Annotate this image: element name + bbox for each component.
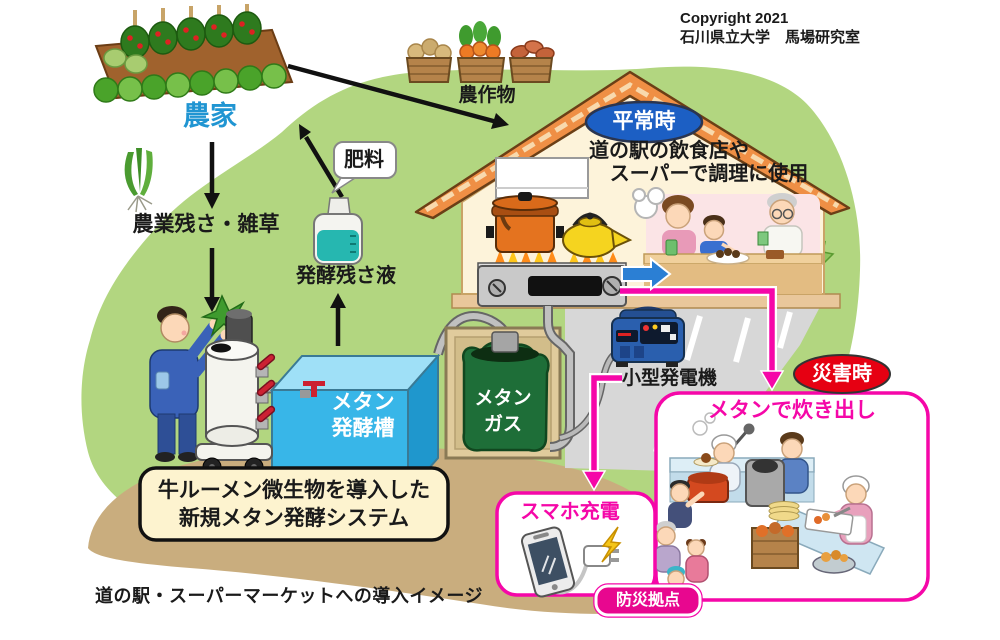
bosai-label: 防災拠点	[615, 592, 681, 609]
lightning-bolt-icon	[601, 526, 622, 563]
system-label-box	[138, 466, 450, 542]
copyright-line1: Copyright 2021	[680, 10, 789, 27]
arrow-generator-to-phone	[581, 373, 622, 492]
stove-illustration	[477, 187, 665, 307]
arrow-farm-to-station	[287, 63, 509, 129]
disaster-badge-ellipse	[793, 354, 891, 394]
fertilizer-bubble	[331, 141, 397, 194]
tomato-plants	[120, 11, 262, 59]
gas-label-line1: メタン	[474, 388, 532, 409]
disaster-badge-label: 災害時	[812, 363, 872, 385]
arrow-stove-to-disaster	[620, 286, 785, 392]
digestate-bottle-illustration	[313, 197, 363, 265]
pot-illustration	[486, 192, 564, 253]
caption: 道の駅・スーパーマーケットへの導入イメージ	[95, 586, 483, 606]
arrow-fermenter-to-digestate	[330, 293, 346, 346]
normal-use-line1: 道の駅の飲食店や	[589, 140, 749, 162]
family-dining-illustration	[643, 193, 823, 294]
steam-puff	[632, 187, 665, 219]
bosai-badge	[593, 583, 703, 618]
residue-label: 農業残さ・雑草	[132, 213, 280, 236]
normal-badge-ellipse	[584, 100, 704, 144]
weed-illustration	[124, 148, 153, 213]
fermenter-label-line1: メタン	[331, 391, 395, 414]
blue-arrow	[621, 256, 672, 292]
arrow-residue-to-fermenter	[204, 248, 220, 312]
farm-field-illustration	[93, 4, 294, 103]
copyright-line2: 石川県立大学 馬場研究室	[680, 29, 861, 46]
system-box-line1: 牛ルーメン微生物を導入した	[157, 479, 431, 502]
digestate-label: 発酵残さ液	[296, 265, 396, 287]
fermenter-tank-illustration	[269, 353, 441, 495]
crops-crates-illustration	[405, 21, 555, 83]
normal-use-line2: スーパーで調理に使用	[609, 163, 809, 185]
fertilizer-label: 肥料	[344, 149, 384, 171]
kettle-illustration	[562, 212, 633, 258]
disaster-cooking-label: メタンで炊き出し	[708, 399, 876, 422]
gas-holder-illustration	[444, 326, 562, 460]
generator-illustration	[611, 306, 685, 367]
crops-label: 農作物	[458, 85, 516, 106]
front-bushes	[93, 63, 287, 103]
fermenter-label-line2: 発酵槽	[331, 417, 395, 440]
gas-label-line2: ガス	[483, 414, 523, 435]
arrow-farm-to-residue	[204, 142, 220, 209]
pipe-gas-to-stove	[543, 306, 575, 452]
range-hood	[495, 157, 589, 199]
system-box-line2: 新規メタン発酵システム	[178, 507, 410, 530]
phone-charge-label: スマホ充電	[520, 501, 620, 523]
normal-badge-label: 平常時	[612, 110, 676, 133]
generator-label: 小型発電機	[622, 368, 718, 389]
phone-charging-illustration	[520, 526, 622, 598]
farm-label: 農家	[183, 101, 237, 131]
